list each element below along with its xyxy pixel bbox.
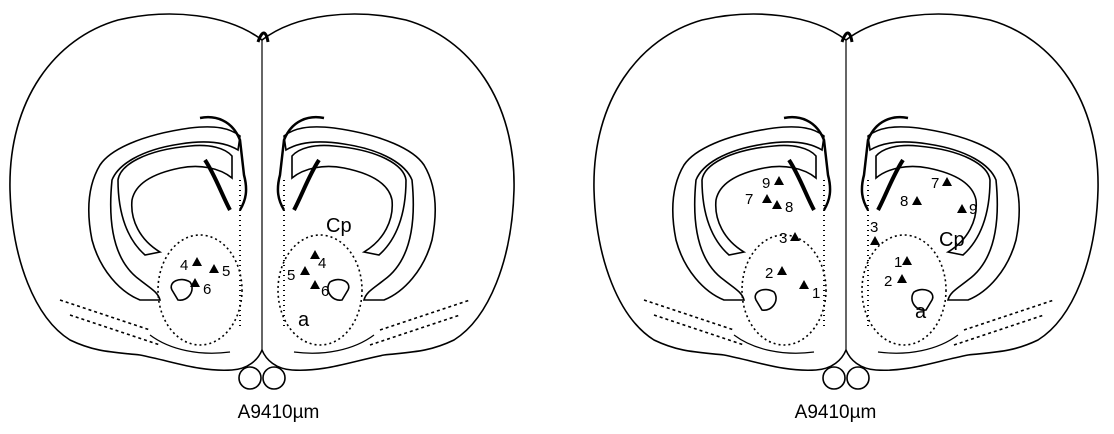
region-label-cp-right: Cp	[939, 229, 965, 251]
marker-label: 6	[321, 283, 329, 300]
marker-triangle	[310, 280, 320, 289]
dotted-region-right	[278, 235, 362, 345]
marker-label: 1	[894, 254, 902, 271]
marker-label: 2	[884, 273, 892, 290]
optic-circle-left	[239, 367, 261, 389]
ventricle-right	[292, 145, 406, 255]
marker-triangle	[190, 278, 200, 287]
marker-triangle	[762, 194, 772, 203]
marker-label: 7	[745, 191, 753, 208]
white-matter-left	[89, 127, 240, 300]
marker-triangle	[777, 266, 787, 275]
ventricle-left	[118, 145, 232, 255]
marker-triangle	[902, 256, 912, 265]
marker-label: 5	[287, 267, 295, 284]
marker-label: 5	[222, 263, 230, 280]
marker-triangle	[870, 236, 880, 245]
marker-label: 1	[812, 285, 820, 302]
dotted-region-right	[862, 235, 946, 345]
dotted-region-left	[158, 235, 242, 345]
marker-label: 9	[969, 201, 977, 218]
marker-triangle	[897, 274, 907, 283]
marker-label: 7	[931, 175, 939, 192]
optic-circle-left	[823, 367, 845, 389]
marker-label: 2	[765, 265, 773, 282]
white-matter-left	[673, 127, 824, 300]
brain-section-left: Cp a 4 5 6 4 5 6 A9410µm	[0, 0, 557, 434]
marker-triangle	[799, 280, 809, 289]
marker-label: 3	[779, 230, 787, 247]
optic-circle-right	[263, 367, 285, 389]
region-label-a-right: a	[915, 301, 927, 323]
marker-triangle	[209, 264, 219, 273]
section-caption-right: A9410µm	[557, 402, 1114, 424]
marker-label: 8	[900, 193, 908, 210]
ventricle-left	[702, 145, 816, 255]
marker-triangle	[774, 176, 784, 185]
brain-outline-right: Cp a 9 7 8 3 2 1 7 8 9 3 1 2	[557, 0, 1114, 434]
marker-label: 4	[180, 257, 188, 274]
marker-triangle	[192, 257, 202, 266]
marker-triangle	[957, 204, 967, 213]
brain-section-right: Cp a 9 7 8 3 2 1 7 8 9 3 1 2	[557, 0, 1114, 434]
marker-triangle	[300, 266, 310, 275]
marker-triangle	[772, 200, 782, 209]
brain-outline-left: Cp a 4 5 6 4 5 6	[0, 0, 557, 434]
marker-label: 3	[870, 219, 878, 236]
marker-label: 8	[785, 199, 793, 216]
region-label-cp-left: Cp	[326, 215, 352, 237]
marker-label: 4	[318, 255, 326, 272]
marker-label: 6	[203, 281, 211, 298]
region-label-a-left: a	[298, 309, 310, 331]
marker-label: 9	[762, 175, 770, 192]
marker-triangle	[942, 177, 952, 186]
marker-triangle	[912, 196, 922, 205]
optic-circle-right	[847, 367, 869, 389]
section-caption-left: A9410µm	[0, 402, 557, 424]
